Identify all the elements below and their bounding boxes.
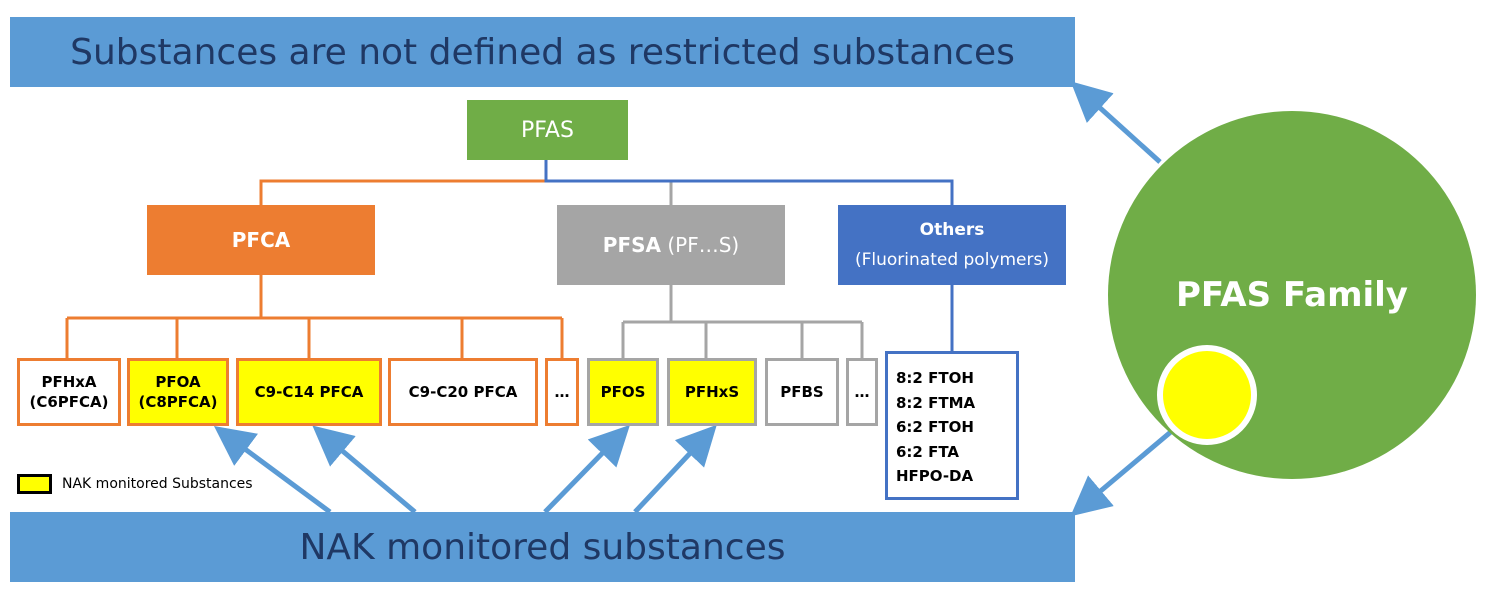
list-item: 6:2 FTOH	[896, 418, 974, 436]
legend-swatch	[17, 474, 52, 494]
list-item: HFPO-DA	[896, 467, 974, 485]
leaf-pfca-more: …	[545, 358, 579, 426]
arrow-to-pfoa	[213, 426, 332, 515]
arrow-to-top-banner	[1070, 81, 1162, 164]
pfas-node: PFAS	[467, 100, 628, 160]
pfas-to-others-line	[544, 160, 954, 205]
arrow-to-pfhxs	[633, 424, 717, 514]
leaf-label: PFBS	[780, 383, 824, 401]
leaf-sublabel: (C6PFCA)	[29, 393, 109, 411]
leaf-pfsa-more: …	[846, 358, 878, 426]
arrow-to-c9c14	[312, 425, 417, 514]
arrow-to-bottom-banner	[1070, 418, 1187, 517]
leaf-pfhxs: PFHxS	[667, 358, 757, 426]
list-item: 8:2 FTMA	[896, 393, 976, 412]
leaf-c9-c20: C9-C20 PFCA	[388, 358, 538, 426]
leaf-label: …	[554, 383, 570, 401]
pfsa-node-bold: PFSA	[602, 233, 661, 257]
leaf-label: PFOA	[155, 373, 201, 391]
leaf-label: PFOS	[600, 383, 646, 401]
leaf-sublabel: (C8PFCA)	[138, 393, 218, 411]
leaf-pfoa: PFOA (C8PFCA)	[127, 358, 229, 426]
pfsa-node-rest: (PF…S)	[660, 233, 740, 257]
leaf-pfos: PFOS	[587, 358, 659, 426]
others-list: 8:2 FTOH 8:2 FTMA 6:2 FTOH 6:2 FTA HFPO-…	[885, 351, 1019, 500]
pfas-to-pfca-line	[259, 160, 548, 205]
pfas-to-pfsa-line	[546, 179, 673, 205]
leaf-pfhxa: PFHxA (C6PFCA)	[17, 358, 121, 426]
monitored-subset-circle	[1157, 345, 1257, 445]
list-item: 6:2 FTA	[896, 442, 960, 461]
legend-label: NAK monitored Substances	[62, 476, 253, 492]
arrow-to-pfos	[543, 424, 630, 514]
list-item: 8:2 FTOH	[896, 369, 974, 387]
leaf-c9-c14: C9-C14 PFCA	[236, 358, 382, 426]
others-subtitle: (Fluorinated polymers)	[854, 250, 1049, 270]
pfca-node: PFCA	[147, 205, 375, 275]
leaf-label: PFHxA	[41, 373, 97, 391]
restricted-banner: Substances are not defined as restricted…	[10, 17, 1075, 87]
leaf-label: …	[854, 383, 870, 401]
monitored-banner: NAK monitored substances	[10, 512, 1075, 582]
others-node: Others (Fluorinated polymers)	[838, 205, 1066, 285]
leaf-label: C9-C20 PFCA	[408, 383, 518, 401]
leaf-label: PFHxS	[684, 383, 740, 401]
leaf-label: C9-C14 PFCA	[254, 383, 364, 401]
leaf-pfbs: PFBS	[765, 358, 839, 426]
pfsa-node: PFSA (PF…S)	[557, 205, 785, 285]
others-title: Others	[919, 220, 985, 240]
pfas-family-label: PFAS Family	[1176, 275, 1408, 315]
